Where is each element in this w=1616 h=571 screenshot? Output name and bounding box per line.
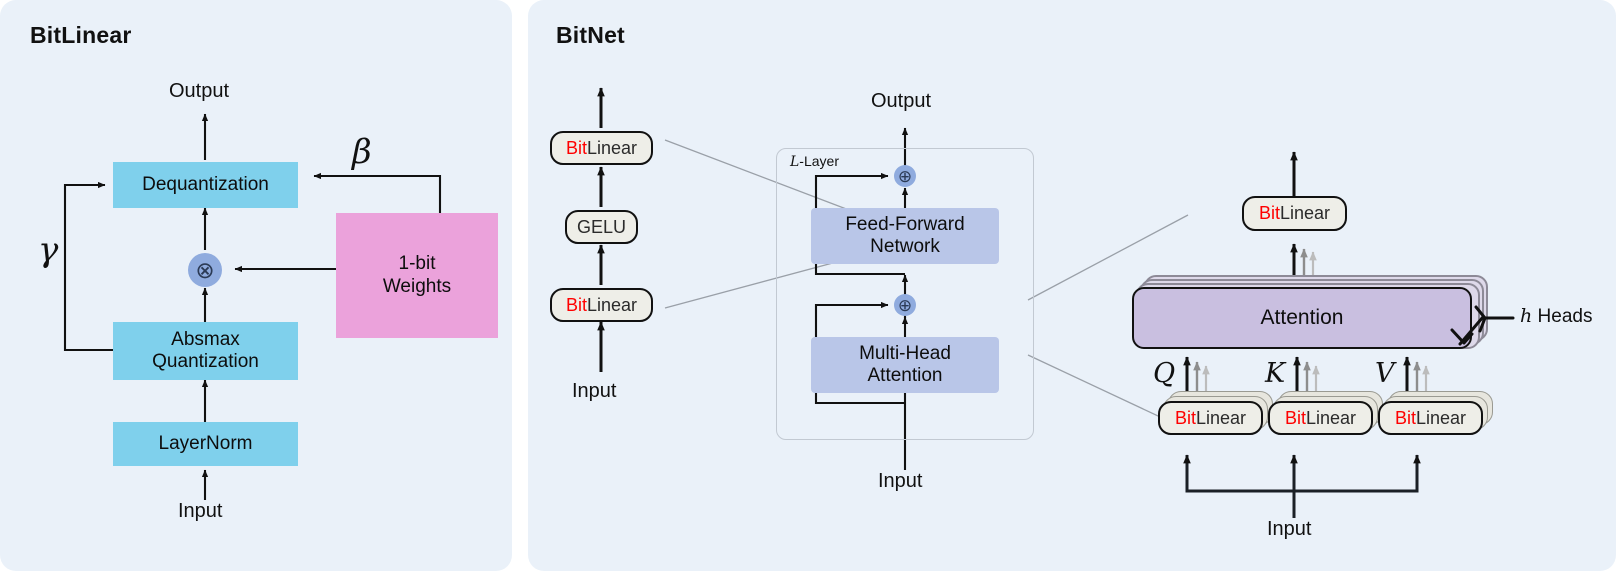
bitlinear-output-label: Output bbox=[169, 80, 230, 102]
layernorm-box[interactable]: LayerNorm bbox=[113, 422, 298, 466]
weights-line-1: 1-bit bbox=[398, 253, 436, 275]
bitnet-output-label: Output bbox=[871, 90, 932, 112]
l-layer-label: L-Layer bbox=[790, 153, 839, 170]
bit-prefix: Bit bbox=[1258, 203, 1280, 223]
linear-suffix: Linear bbox=[1279, 203, 1331, 223]
linear-suffix: Linear bbox=[1415, 407, 1467, 428]
bit-prefix: Bit bbox=[565, 137, 587, 158]
bit-prefix: Bit bbox=[1174, 407, 1196, 428]
weights-line-2: Weights bbox=[382, 275, 452, 297]
linear-suffix: Linear bbox=[1305, 407, 1357, 428]
bit-prefix: Bit bbox=[1284, 407, 1306, 428]
bitlinear-panel: BitLinear Output Dequant bbox=[0, 0, 512, 571]
linear-suffix: Linear bbox=[586, 294, 638, 315]
dequantization-box[interactable]: Dequantization bbox=[113, 162, 298, 208]
bitnet-panel: BitNet bbox=[528, 0, 1616, 571]
bitnet-stack-input-label: Input bbox=[572, 380, 617, 402]
gamma-symbol: γ bbox=[38, 230, 59, 270]
heads-italic: h bbox=[1520, 305, 1533, 327]
heads-rest: Heads bbox=[1532, 306, 1593, 327]
multi-head-attention-box[interactable]: Multi-Head Attention bbox=[811, 337, 999, 393]
gelu-label: GELU bbox=[576, 216, 627, 237]
beta-symbol: β bbox=[352, 132, 372, 172]
residual-add-node-attention: ⊕ bbox=[894, 294, 916, 316]
key-symbol: K bbox=[1265, 358, 1286, 389]
ffn-line-1: Feed-Forward bbox=[845, 213, 965, 235]
multiply-node: ⊗ bbox=[188, 253, 222, 287]
gelu-pill[interactable]: GELU bbox=[565, 210, 638, 244]
one-bit-weights-box[interactable]: 1-bit Weights bbox=[336, 213, 498, 338]
linear-suffix: Linear bbox=[1195, 407, 1247, 428]
bit-prefix: Bit bbox=[1394, 407, 1416, 428]
absmax-line-1: Absmax bbox=[171, 328, 240, 350]
value-symbol: V bbox=[1375, 358, 1395, 389]
l-layer-italic: L bbox=[790, 154, 800, 170]
linear-suffix: Linear bbox=[586, 137, 638, 158]
h-heads-label: h Heads bbox=[1520, 305, 1592, 328]
l-layer-frame bbox=[776, 148, 1034, 440]
bit-prefix: Bit bbox=[565, 294, 587, 315]
bitnet-panel-title: BitNet bbox=[556, 22, 625, 48]
residual-add-node-ffn: ⊕ bbox=[894, 165, 916, 187]
bitlinear-panel-title: BitLinear bbox=[30, 22, 132, 48]
bitnet-block-input-label: Input bbox=[878, 470, 923, 492]
query-symbol: Q bbox=[1153, 358, 1176, 389]
attention-box[interactable]: Attention bbox=[1132, 287, 1472, 349]
l-layer-rest: -Layer bbox=[799, 153, 839, 169]
bitlinear-input-label: Input bbox=[178, 500, 223, 522]
mha-line-2: Attention bbox=[867, 365, 943, 386]
absmax-line-2: Quantization bbox=[152, 351, 259, 372]
ffn-line-2: Network bbox=[870, 236, 940, 257]
absmax-quantization-box[interactable]: Absmax Quantization bbox=[113, 322, 298, 380]
mha-line-1: Multi-Head bbox=[859, 342, 951, 364]
attention-detail-input-label: Input bbox=[1267, 518, 1312, 540]
feed-forward-network-box[interactable]: Feed-Forward Network bbox=[811, 208, 999, 264]
